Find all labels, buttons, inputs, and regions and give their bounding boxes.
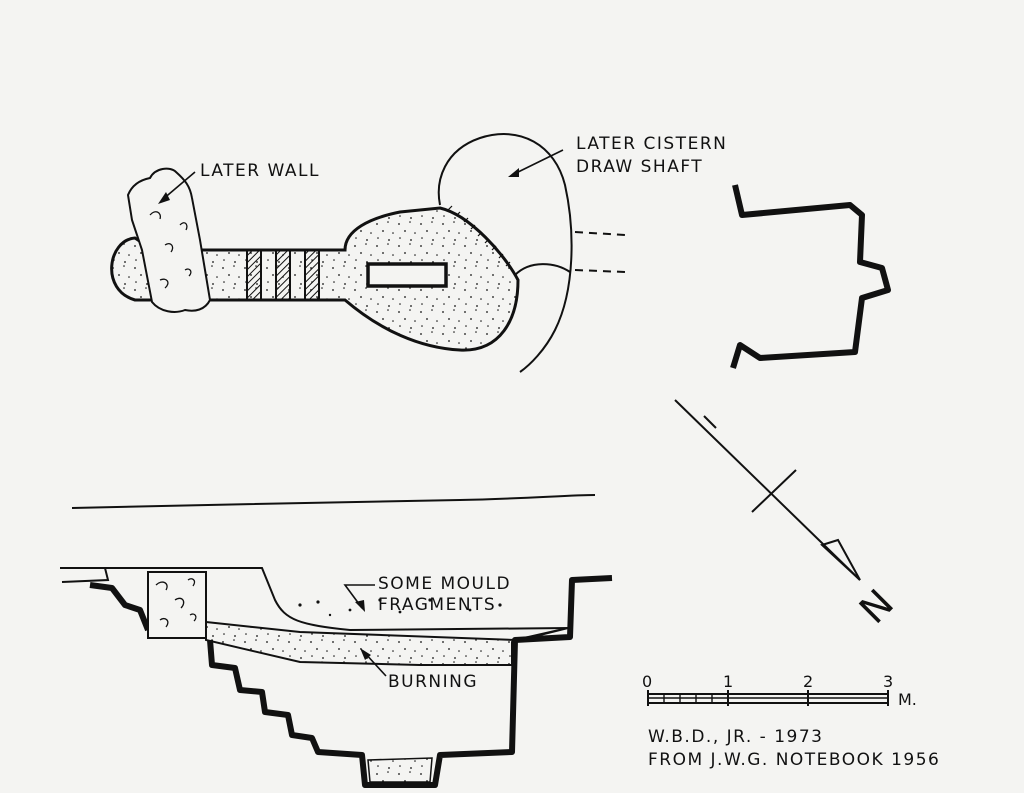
flue-bar-3 [304,249,320,301]
later-wall-section [147,571,207,639]
flue-bar-1 [246,249,262,301]
flue-bar-2 [275,249,291,301]
ground-line [71,494,596,509]
small-plan-outline [730,184,891,369]
section-view [60,494,613,788]
north-arrow [674,399,861,581]
credit-line2: FROM J.W.G. NOTEBOOK 1956 [648,750,941,770]
label-cistern-line1: LATER CISTERN [576,134,728,154]
mould-fragments [298,598,502,617]
scale-bar [647,690,889,706]
burning-layer [205,620,569,666]
cistern-draw-shaft [437,133,573,373]
label-cistern-line2: DRAW SHAFT [576,157,704,177]
scale-tick-1: 1 [723,672,734,691]
label-mould-line2: FRAGMENTS [378,595,497,615]
scale-tick-2: 2 [803,672,814,691]
credit-line1: W.B.D., JR. - 1973 [648,727,824,747]
label-mould-line1: SOME MOULD [378,574,512,594]
kiln-central-slot [366,262,448,288]
label-burning: BURNING [388,672,479,692]
scale-unit: M. [898,690,917,709]
plan-view [110,133,626,373]
scale-tick-0: 0 [642,672,653,691]
scale-tick-3: 3 [883,672,894,691]
label-later-wall: LATER WALL [200,161,320,181]
